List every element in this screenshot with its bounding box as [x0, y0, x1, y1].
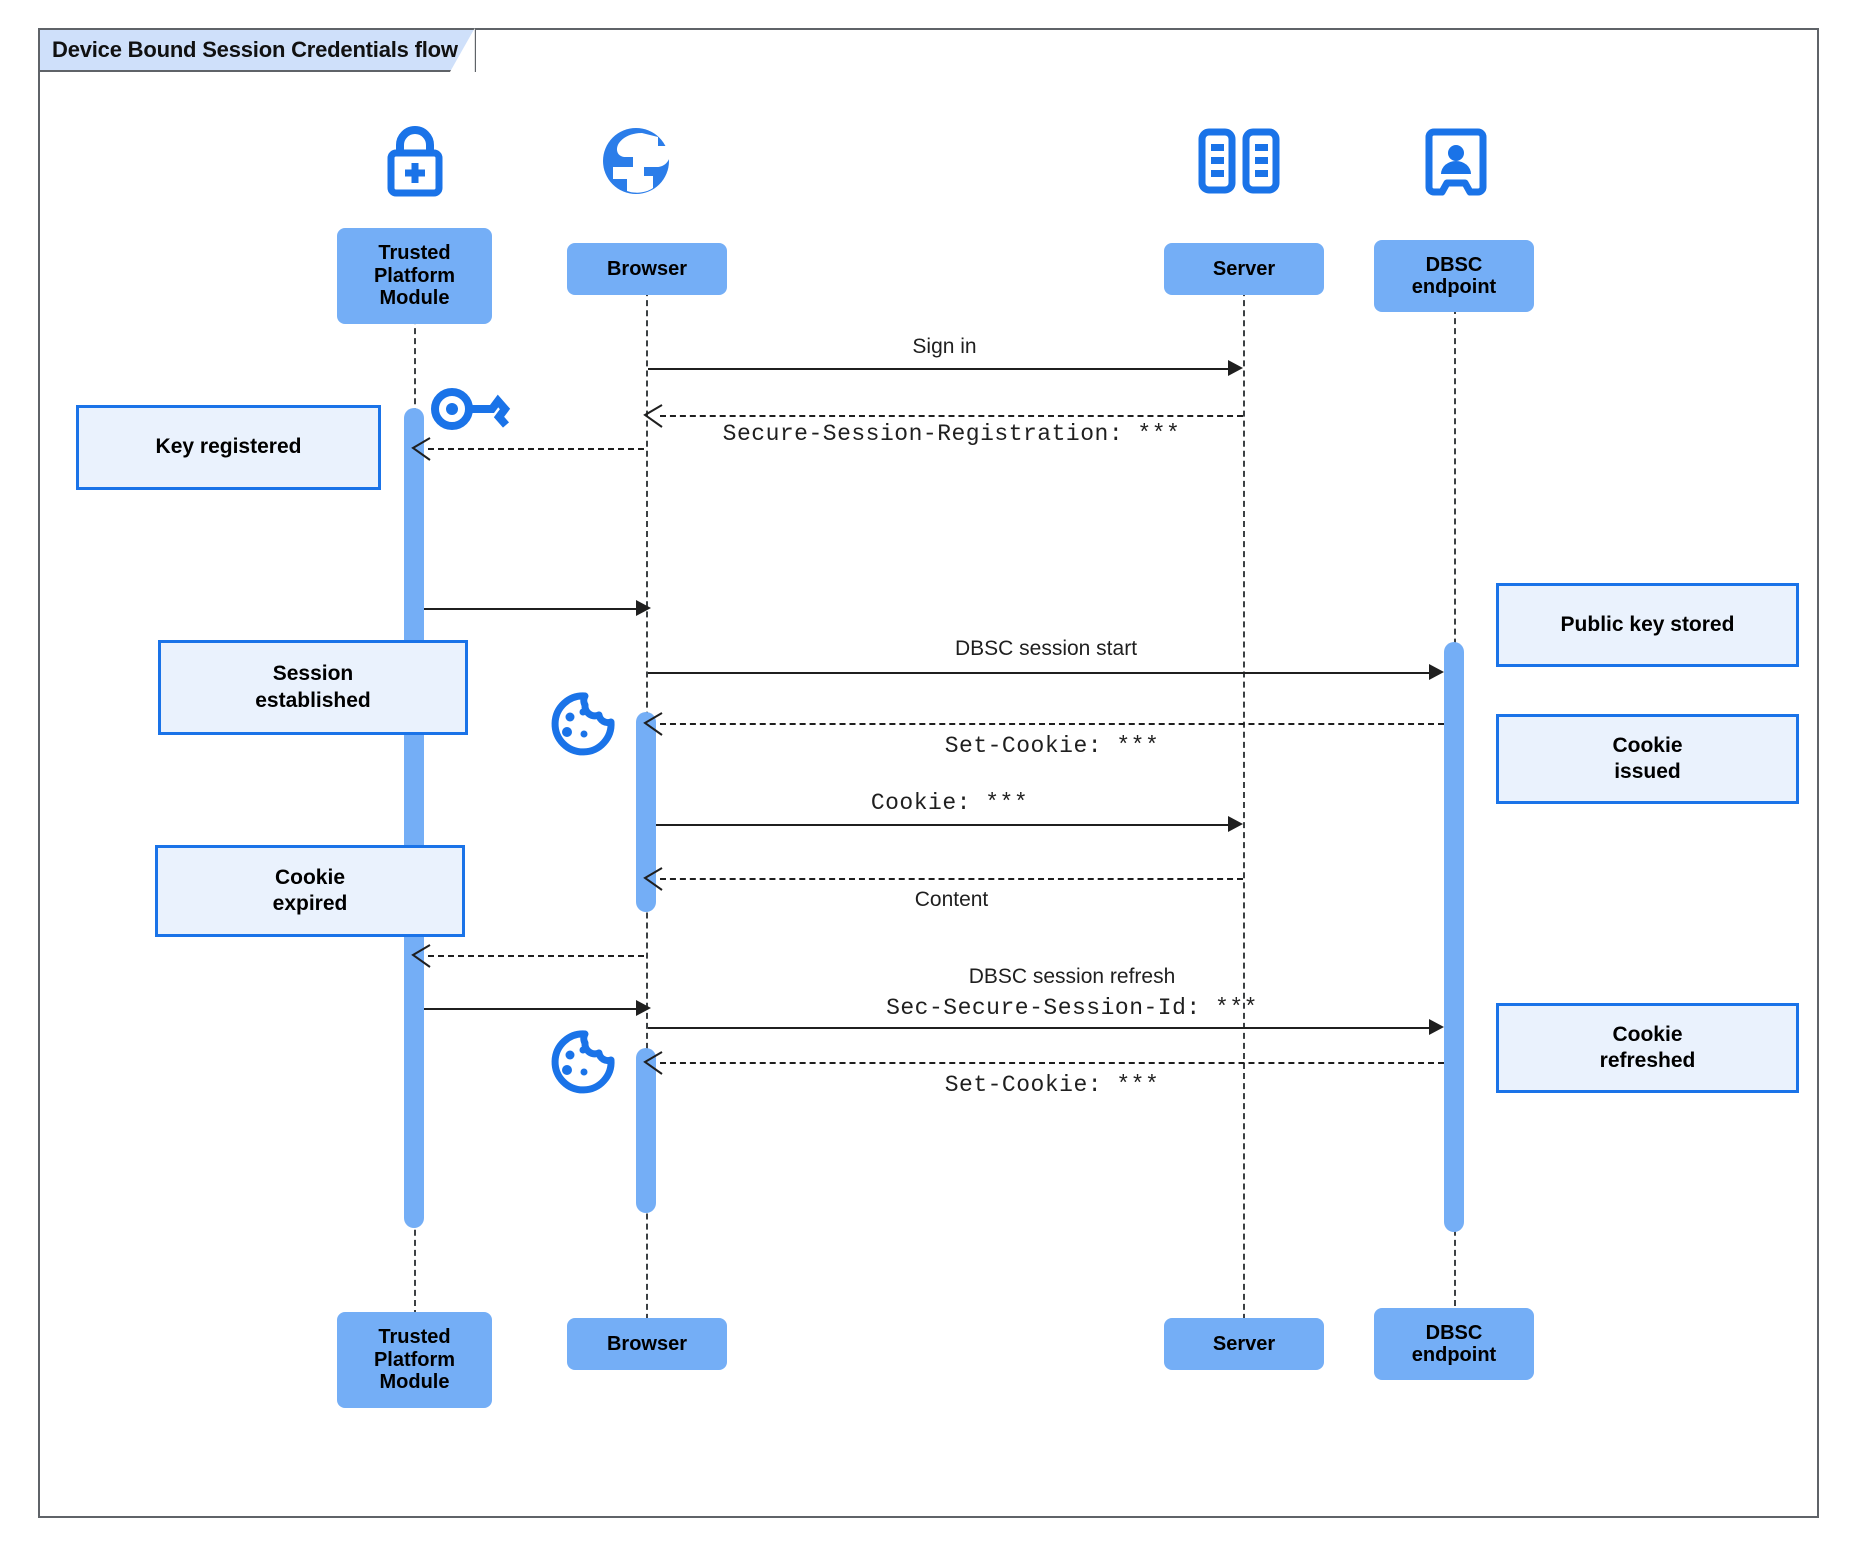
note-public-key-stored: Public key stored [1496, 583, 1799, 667]
message-line-content [660, 878, 1243, 880]
arrowhead-secure-session-registration [643, 404, 663, 428]
message-line-key-to-browser [424, 608, 636, 610]
message-line-tpm-to-browser-refresh [424, 1008, 636, 1010]
participant-label: Browser [606, 257, 688, 280]
message-line-refresh-request-to-tpm [428, 955, 644, 957]
note-cookie-issued: Cookie issued [1496, 714, 1799, 804]
lock-plus-icon [373, 125, 457, 202]
arrowhead-cookie [1228, 816, 1243, 832]
lifeline-server [1243, 250, 1245, 1340]
arrowhead-dbsc-session-start [1429, 664, 1444, 680]
message-line-dbsc-session-start [648, 672, 1438, 674]
participant-tpm-top[interactable]: Trusted Platform Module [337, 228, 492, 324]
message-label-cookie: Cookie: *** [870, 790, 1029, 816]
activation-tpm [404, 408, 424, 1228]
message-label-sec-secure-session-id: Sec-Secure-Session-Id: *** [886, 995, 1258, 1021]
participant-dbsc-bottom[interactable]: DBSC endpoint [1374, 1308, 1534, 1380]
arrowhead-refresh-request-to-tpm [411, 944, 431, 968]
message-line-dbsc-session-refresh [648, 1027, 1438, 1029]
message-line-set-cookie-1 [660, 723, 1444, 725]
message-line-register-key-response [428, 448, 644, 450]
participant-label: Trusted Platform Module [373, 242, 456, 310]
note-text: Cookie expired [272, 865, 348, 915]
key-icon [430, 385, 512, 438]
participant-tpm-bottom[interactable]: Trusted Platform Module [337, 1312, 492, 1408]
arrowhead-set-cookie-2 [643, 1051, 663, 1075]
message-line-sign-in [648, 368, 1228, 370]
participant-label: Browser [606, 1332, 688, 1355]
message-label-set-cookie-1: Set-Cookie: *** [944, 733, 1160, 759]
note-cookie-expired: Cookie expired [155, 845, 465, 937]
participant-dbsc-top[interactable]: DBSC endpoint [1374, 240, 1534, 312]
arrowhead-dbsc-session-refresh [1429, 1019, 1444, 1035]
arrowhead-sign-in [1228, 360, 1243, 376]
participant-server-bottom[interactable]: Server [1164, 1318, 1324, 1370]
message-label-set-cookie-2: Set-Cookie: *** [944, 1072, 1160, 1098]
participant-browser-top[interactable]: Browser [567, 243, 727, 295]
note-text: Key registered [155, 435, 302, 459]
activation-dbsc [1444, 642, 1464, 1232]
participant-browser-bottom[interactable]: Browser [567, 1318, 727, 1370]
message-label-dbsc-session-start: DBSC session start [954, 637, 1138, 660]
participant-label: DBSC endpoint [1411, 253, 1497, 298]
participant-label: DBSC endpoint [1411, 1321, 1497, 1366]
id-badge-icon [1425, 128, 1487, 201]
message-line-set-cookie-2 [660, 1062, 1444, 1064]
arrowhead-register-key-response [411, 437, 431, 461]
message-line-secure-session-registration [660, 415, 1243, 417]
message-line-cookie [656, 824, 1228, 826]
diagram-frame-tab: Device Bound Session Credentials flow [40, 28, 476, 74]
note-text: Public key stored [1560, 612, 1735, 636]
page-title: Device Bound Session Credentials flow [52, 37, 458, 62]
cookie-icon [545, 690, 617, 763]
participant-label: Server [1212, 1332, 1276, 1355]
message-label-dbsc-session-refresh: DBSC session refresh [968, 965, 1176, 988]
participant-label: Server [1212, 257, 1276, 280]
server-rack-icon [1194, 128, 1284, 199]
message-label-secure-session-registration: Secure-Session-Registration: *** [722, 421, 1181, 447]
note-text: Session established [255, 662, 371, 712]
note-text: Cookie refreshed [1599, 1022, 1696, 1072]
note-key-registered: Key registered [76, 405, 381, 490]
participant-server-top[interactable]: Server [1164, 243, 1324, 295]
note-text: Cookie issued [1612, 733, 1683, 783]
arrowhead-content [643, 867, 663, 891]
activation-browser-1 [636, 712, 656, 912]
note-cookie-refreshed: Cookie refreshed [1496, 1003, 1799, 1093]
arrowhead-key-to-browser [636, 600, 651, 616]
cookie-icon [545, 1028, 617, 1101]
activation-browser-2 [636, 1048, 656, 1213]
message-label-sign-in: Sign in [912, 335, 977, 358]
globe-icon [596, 125, 676, 202]
message-label-content: Content [914, 888, 989, 911]
note-session-established: Session established [158, 640, 468, 735]
arrowhead-tpm-to-browser-refresh [636, 1000, 651, 1016]
participant-label: Trusted Platform Module [373, 1326, 456, 1394]
arrowhead-set-cookie-1 [643, 712, 663, 736]
